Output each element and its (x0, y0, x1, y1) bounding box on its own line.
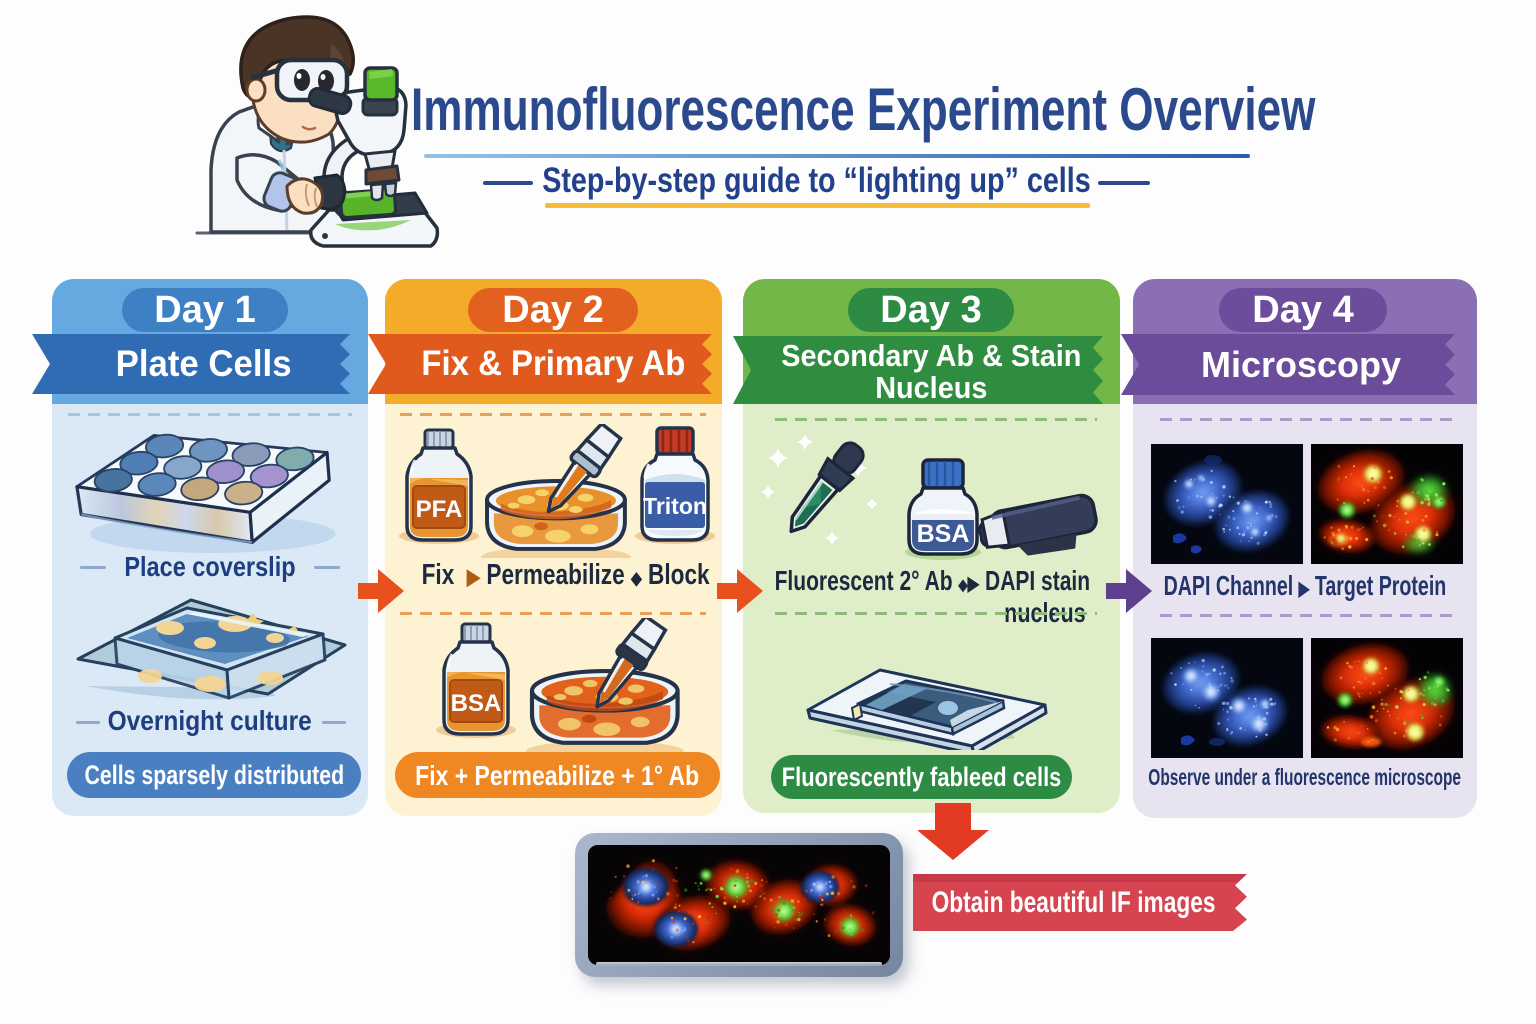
svg-text:Triton: Triton (643, 493, 707, 519)
svg-text:BSA: BSA (451, 690, 502, 717)
svg-text:BSA: BSA (917, 520, 970, 548)
svg-text:PFA: PFA (416, 496, 463, 523)
